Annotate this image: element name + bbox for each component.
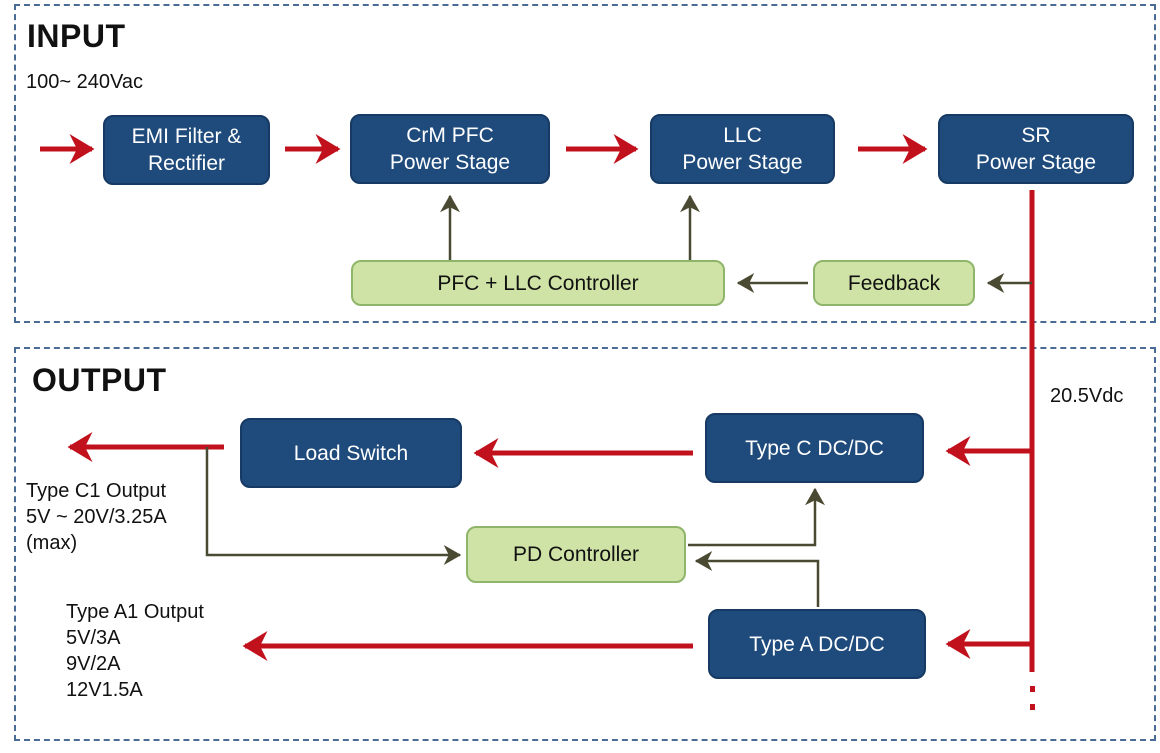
sr-power-stage-block: SR Power Stage xyxy=(938,114,1134,184)
load-switch-to-pd-arrow xyxy=(205,447,462,565)
pfc-llc-controller-block: PFC + LLC Controller xyxy=(351,260,725,306)
llc-power-stage-block: LLC Power Stage xyxy=(650,114,835,184)
type-c-dcdc-block: Type C DC/DC xyxy=(705,413,924,483)
type-a-dcdc-block: Type A DC/DC xyxy=(708,609,926,679)
bus-continuation-dots xyxy=(1030,686,1035,710)
crm-pfc-power-stage-block: CrM PFC Power Stage xyxy=(350,114,550,184)
pd-to-type-c-arrow xyxy=(688,487,825,547)
llc-power-stage-label: LLC Power Stage xyxy=(682,124,803,174)
output-section-frame xyxy=(14,347,1156,741)
type-a-to-pd-arrow xyxy=(694,551,820,607)
power-path xyxy=(40,134,1035,672)
feedback-block: Feedback xyxy=(813,260,975,306)
bus-voltage-label: 20.5Vdc xyxy=(1050,385,1124,407)
input-section-frame xyxy=(14,4,1156,323)
pd-controller-block: PD Controller xyxy=(466,526,686,583)
type-a-dcdc-label: Type A DC/DC xyxy=(749,632,885,656)
pd-controller-label: PD Controller xyxy=(512,543,640,566)
type-a1-output-label: Type A1 Output 5V/3A 9V/2A 12V1.5A xyxy=(66,601,204,701)
type-c1-output-label: Type C1 Output 5V ~ 20V/3.25A (max) xyxy=(26,480,167,554)
output-section-title: OUTPUT xyxy=(32,362,167,398)
load-switch-block: Load Switch xyxy=(240,418,462,488)
pfc-llc-controller-label: PFC + LLC Controller xyxy=(437,271,639,295)
emi-filter-rectifier-block: EMI Filter & Rectifier xyxy=(103,115,270,185)
input-voltage-label: 100~ 240Vac xyxy=(26,71,143,93)
type-c-dcdc-label: Type C DC/DC xyxy=(745,436,884,460)
emi-filter-rectifier-label: EMI Filter & Rectifier xyxy=(131,125,242,175)
load-switch-label: Load Switch xyxy=(293,441,409,465)
crm-pfc-power-stage-label: CrM PFC Power Stage xyxy=(389,124,511,174)
signal-path xyxy=(205,194,1032,607)
feedback-label: Feedback xyxy=(847,271,941,295)
input-section-title: INPUT xyxy=(27,18,126,54)
sr-power-stage-label: SR Power Stage xyxy=(975,124,1097,174)
